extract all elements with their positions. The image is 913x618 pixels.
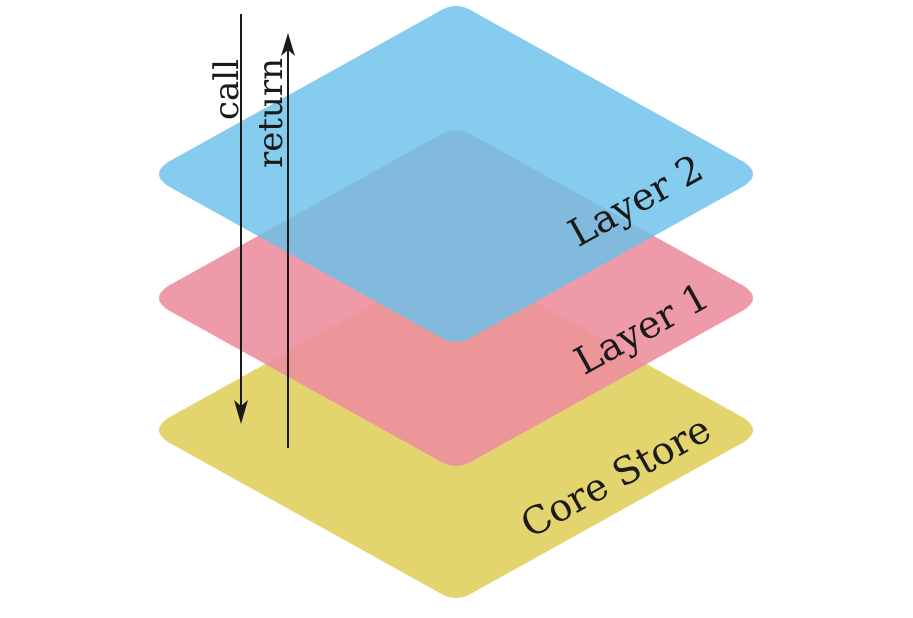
call-arrow-label: call bbox=[207, 59, 247, 120]
return-arrow-label: return bbox=[251, 58, 291, 168]
return-arrow: return bbox=[251, 33, 295, 448]
call-arrow: call bbox=[207, 14, 248, 424]
layer-2-shape bbox=[159, 6, 753, 342]
return-arrow-head bbox=[281, 33, 295, 56]
call-arrow-head bbox=[234, 400, 248, 424]
